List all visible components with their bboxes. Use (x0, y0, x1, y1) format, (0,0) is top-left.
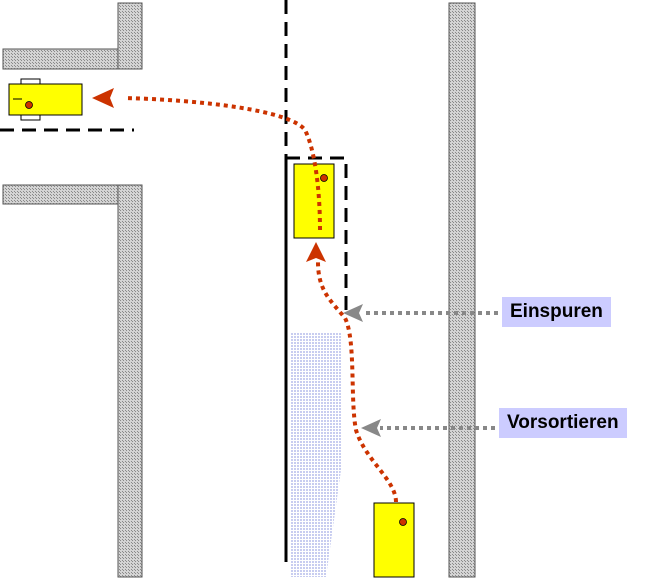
shaded-lane-area (291, 332, 341, 577)
arrowhead-left (92, 88, 114, 108)
label-vorsortieren: Vorsortieren (499, 408, 627, 438)
path-lane-change (316, 261, 398, 503)
car-bottom (373, 502, 415, 578)
car-middle (293, 163, 335, 239)
pointer-einspuren-arrowhead (343, 304, 363, 322)
label-einspuren: Einspuren (502, 297, 611, 327)
pointer-vorsortieren-arrowhead (361, 419, 381, 437)
wall-top-left-vertical (117, 2, 143, 70)
turn-lane-dashed-outline (286, 156, 348, 310)
wall-mid-left-vertical (117, 184, 143, 578)
path-to-left-turn (124, 96, 322, 231)
wall-right-vertical (448, 2, 476, 578)
car-left (8, 78, 83, 121)
arrowhead-up (306, 242, 326, 262)
